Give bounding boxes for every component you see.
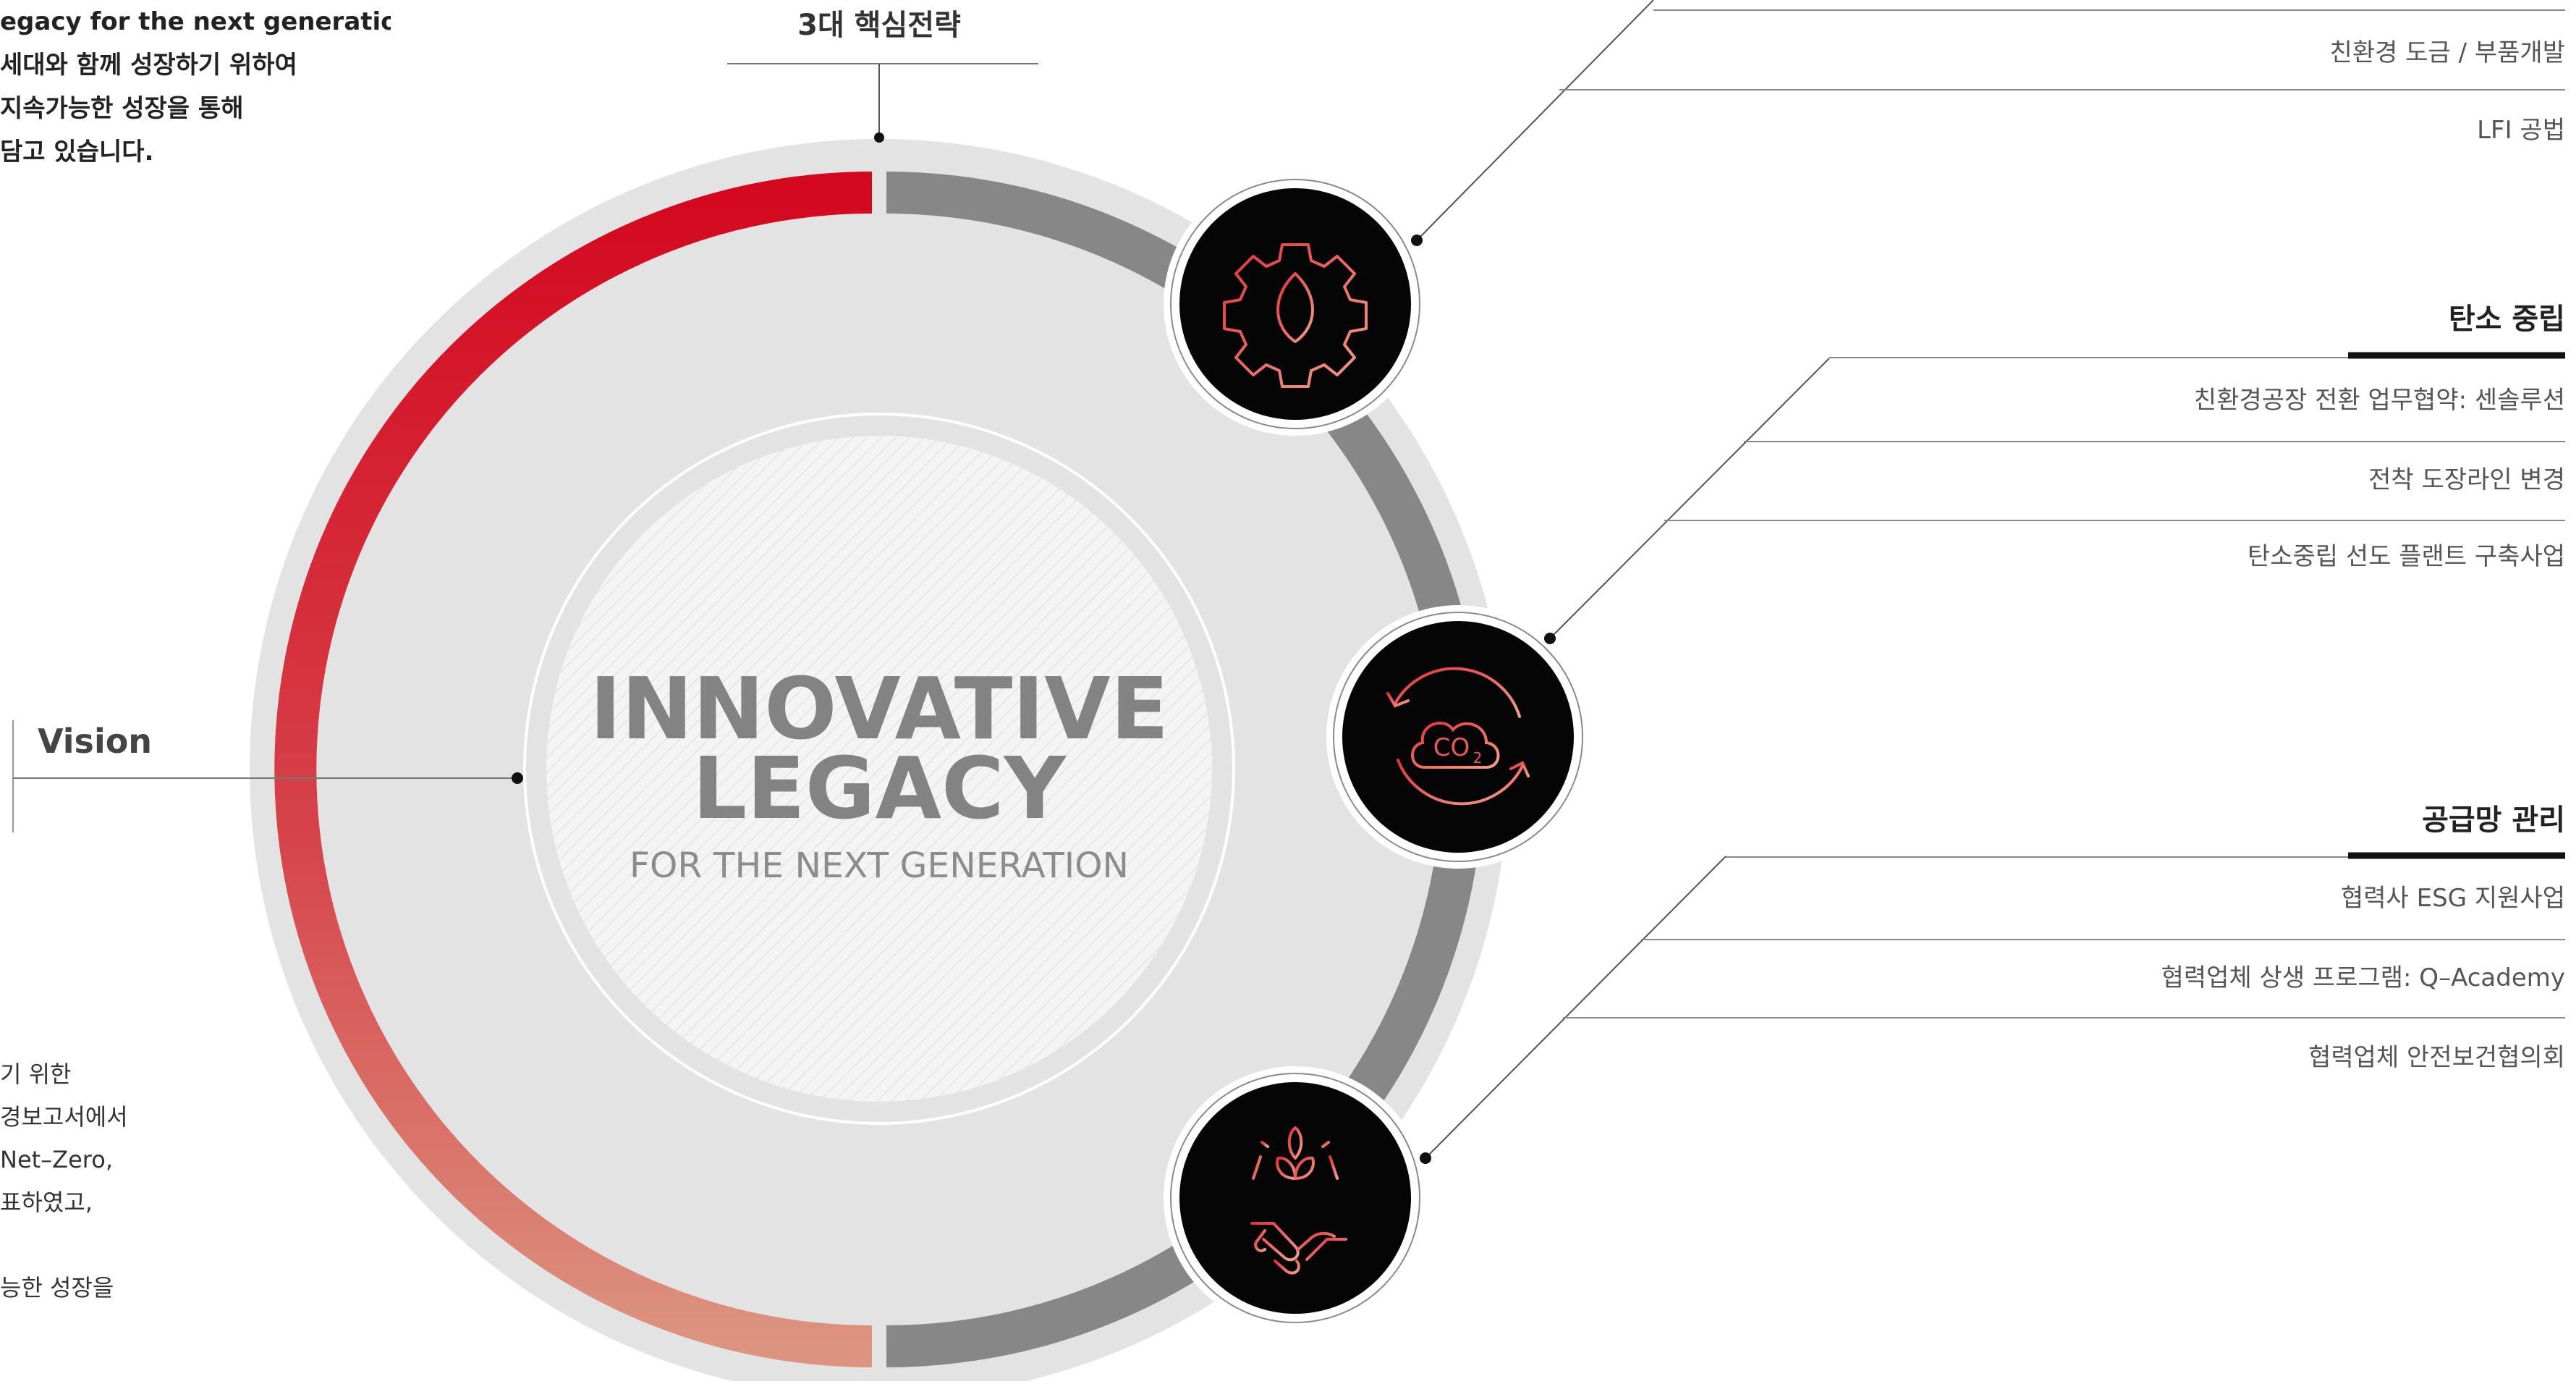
intro-line: 지속가능한 성장을 통해 bbox=[0, 94, 244, 123]
handshake-sprout-icon bbox=[1247, 1126, 1347, 1275]
section-item: 전착 도장라인 변경 bbox=[2368, 465, 2565, 494]
carbon-icon-badge: CO 2 bbox=[1326, 605, 1590, 869]
section-item: 친환경 도금 / 부품개발 bbox=[2330, 38, 2565, 67]
carbon-dot bbox=[1544, 633, 1556, 644]
section-item: 탄소중립 선도 플랜트 구축사업 bbox=[2247, 542, 2565, 571]
section-title: 탄소 중립 bbox=[2449, 303, 2565, 336]
intro-paragraph-bottom: 기 위한 경보고서에서 Net–Zero, 표하였고, 능한 성장을 bbox=[0, 1053, 188, 1309]
red-ring-arc bbox=[274, 172, 873, 1367]
inner-outline bbox=[523, 413, 1235, 1125]
eco-dot bbox=[1411, 235, 1423, 246]
section-eco: 친환경 도금 / 부품개발 LFI 공법 bbox=[1559, 9, 2565, 145]
gear-leaf-icon bbox=[1223, 243, 1368, 388]
section-item: 협력업체 안전보건협의회 bbox=[2308, 1043, 2565, 1072]
intro-line: 능한 성장을 bbox=[0, 1274, 114, 1301]
intro-line bbox=[0, 1224, 188, 1267]
center-title-line1: INNOVATIVE bbox=[590, 659, 1169, 759]
section-supply: 공급망 관리 협력사 ESG 지원사업 협력업체 상생 프로그램: Q–Acad… bbox=[1563, 803, 2565, 1072]
intro-line: Net–Zero, bbox=[0, 1146, 113, 1173]
section-item: 협력사 ESG 지원사업 bbox=[2341, 884, 2565, 913]
supply-connector bbox=[1425, 856, 1726, 1159]
co2-label: CO bbox=[1433, 733, 1470, 762]
vision-dot bbox=[512, 772, 523, 784]
section-item: LFI 공법 bbox=[2477, 116, 2565, 145]
supply-dot bbox=[1420, 1152, 1431, 1164]
co2-cloud-icon bbox=[1386, 667, 1530, 806]
section-item: 협력업체 상생 프로그램: Q–Academy bbox=[2161, 963, 2565, 992]
strategy-title: 3대 핵심전략 bbox=[797, 9, 961, 42]
center-subtitle: FOR THE NEXT GENERATION bbox=[630, 845, 1129, 886]
section-title: 공급망 관리 bbox=[2422, 803, 2565, 837]
section-carbon: 탄소 중립 친환경공장 전환 업무협약: 센솔루션 전착 도장라인 변경 탄소중… bbox=[1664, 303, 2565, 571]
eco-icon-badge bbox=[1164, 172, 1427, 436]
center-title-line2: LEGACY bbox=[692, 738, 1067, 838]
intro-line: 세대와 함께 성장하기 위하여 bbox=[0, 51, 297, 80]
intro-line: 경보고서에서 bbox=[0, 1103, 128, 1131]
intro-paragraph-top: egacy for the next generation’은 세대와 함께 성… bbox=[0, 0, 391, 174]
co2-subscript: 2 bbox=[1473, 749, 1483, 767]
carbon-connector bbox=[1549, 358, 1830, 639]
supply-icon-badge bbox=[1164, 1066, 1427, 1330]
eco-connector bbox=[1416, 0, 1654, 241]
intro-line: egacy for the next generation’은 bbox=[0, 7, 391, 36]
strategy-dot bbox=[874, 132, 884, 143]
intro-line: 담고 있습니다. bbox=[0, 138, 154, 166]
intro-line: 표하였고, bbox=[0, 1189, 93, 1216]
vision-label: Vision bbox=[38, 722, 152, 761]
intro-line: 기 위한 bbox=[0, 1060, 72, 1088]
center-disc bbox=[546, 436, 1212, 1102]
section-item: 친환경공장 전환 업무협약: 센솔루션 bbox=[2194, 386, 2565, 415]
